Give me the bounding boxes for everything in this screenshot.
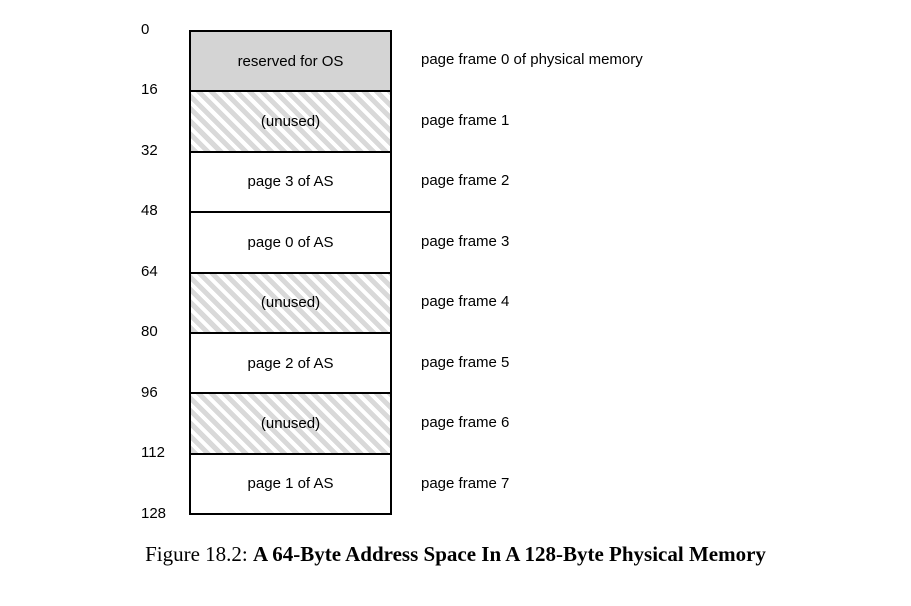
memory-row-label: (unused) <box>260 113 321 131</box>
frame-label-4: page frame 4 <box>421 293 510 310</box>
frame-label-1: page frame 1 <box>421 112 510 129</box>
memory-row-frame-7: page 1 of AS <box>191 455 390 513</box>
memory-row-label: page 1 of AS <box>247 475 334 493</box>
memory-row-frame-2: page 3 of AS <box>191 153 390 214</box>
frame-label-5: page frame 5 <box>421 354 510 371</box>
address-tick-64: 64 <box>141 263 158 280</box>
memory-row-label: reserved for OS <box>237 52 344 70</box>
address-tick-128: 128 <box>141 505 167 522</box>
address-tick-16: 16 <box>141 81 158 98</box>
memory-row-label: page 0 of AS <box>247 233 334 251</box>
frame-label-6: page frame 6 <box>421 414 510 431</box>
physical-memory-diagram: reserved for OS (unused) page 3 of AS pa… <box>189 30 392 515</box>
frame-label-2: page frame 2 <box>421 172 510 189</box>
address-tick-32: 32 <box>141 142 158 159</box>
address-tick-96: 96 <box>141 384 158 401</box>
memory-row-label: (unused) <box>260 414 321 432</box>
frame-label-0: page frame 0 of physical memory <box>421 51 643 68</box>
memory-row-frame-3: page 0 of AS <box>191 213 390 274</box>
memory-row-frame-5: page 2 of AS <box>191 334 390 395</box>
memory-row-label: page 3 of AS <box>247 173 334 191</box>
memory-row-frame-0: reserved for OS <box>191 32 390 93</box>
memory-row-label: (unused) <box>260 294 321 312</box>
address-tick-112: 112 <box>141 444 165 461</box>
frame-label-7: page frame 7 <box>421 475 510 492</box>
address-tick-80: 80 <box>141 323 158 340</box>
memory-row-frame-1: (unused) <box>191 92 390 153</box>
address-tick-48: 48 <box>141 202 158 219</box>
address-tick-0: 0 <box>141 21 150 38</box>
figure-caption-title: A 64-Byte Address Space In A 128-Byte Ph… <box>252 542 766 566</box>
figure-caption: Figure 18.2: A 64-Byte Address Space In … <box>0 540 911 568</box>
memory-row-label: page 2 of AS <box>247 354 334 372</box>
frame-label-3: page frame 3 <box>421 233 510 250</box>
memory-row-frame-6: (unused) <box>191 394 390 455</box>
memory-row-frame-4: (unused) <box>191 273 390 334</box>
figure-caption-prefix: Figure 18.2: <box>145 542 253 566</box>
